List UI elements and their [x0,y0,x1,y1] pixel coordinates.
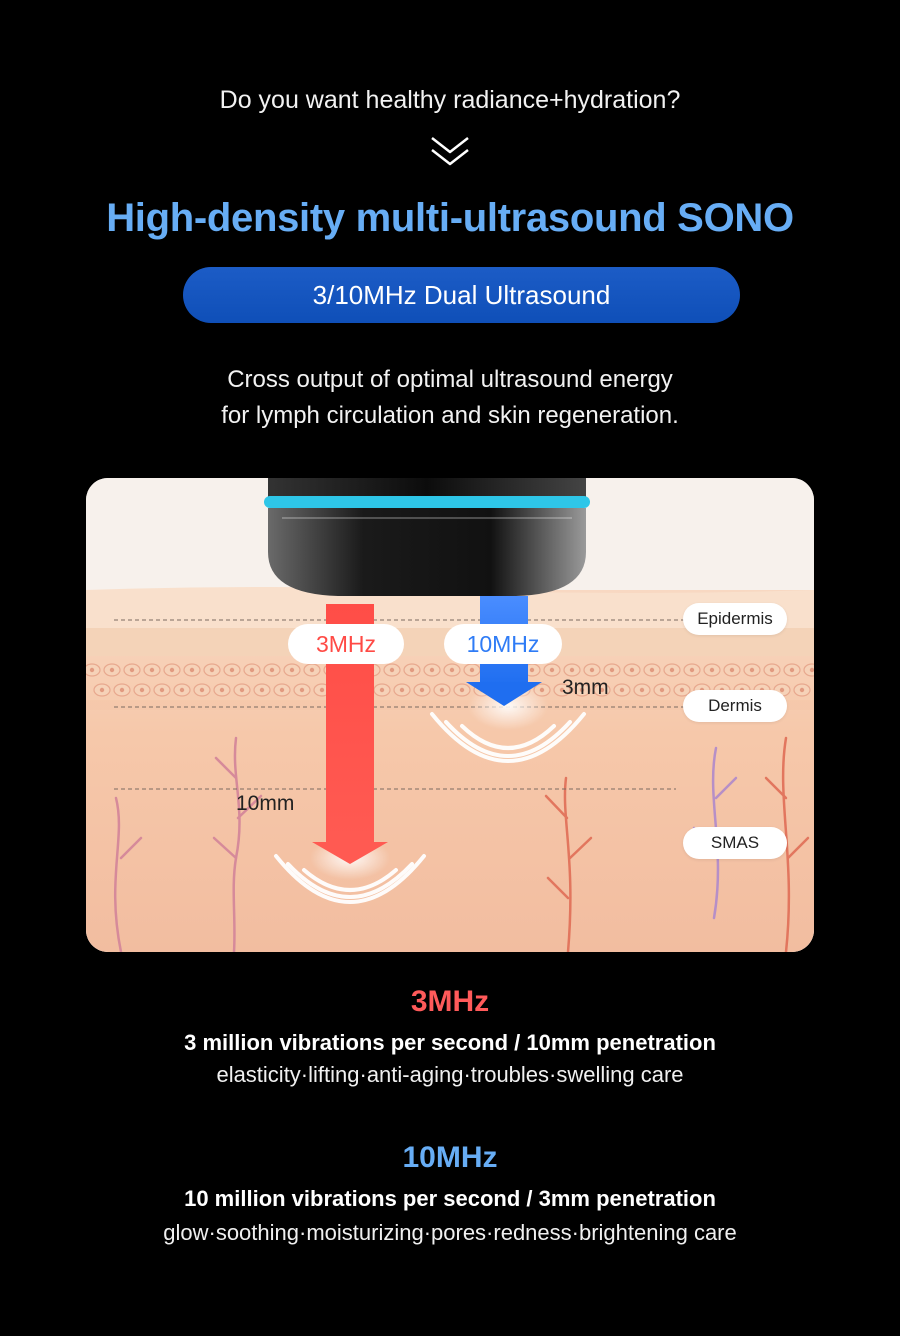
spec-10mhz-line-2: glow·soothing·moisturizing·pores·redness… [163,1220,737,1245]
skin-cell-nucleus [669,667,675,673]
skin-cell-nucleus [219,687,225,693]
skin-cell [803,663,814,677]
skin-cell-nucleus [609,667,615,673]
skin-cell-nucleus [239,687,245,693]
beam-label-10mhz: 10MHz [444,624,562,664]
vessels [113,736,263,952]
skin-cell-nucleus [559,687,565,693]
skin-cell-nucleus [409,667,415,673]
skin-cell-nucleus [299,687,305,693]
skin-cell-nucleus [419,687,425,693]
spec-10mhz-line-1: 10 million vibrations per second / 3mm p… [184,1186,716,1211]
layer-label-dermis: Dermis [683,690,787,722]
skin-cell-nucleus [159,687,165,693]
dual-ultrasound-pill: 3/10MHz Dual Ultrasound [183,267,740,323]
skin-cell-nucleus [399,687,405,693]
beam-label-3mhz: 3MHz [288,624,404,664]
skin-cell-nucleus [169,667,175,673]
skin-cell-nucleus [569,667,575,673]
skin-layer-diagram: Epidermis Dermis SMAS 3MHz 10MHz 3mm 10m… [86,478,814,952]
skin-cell-nucleus [529,667,535,673]
layer-label-smas: SMAS [683,827,787,859]
skin-cell-nucleus [779,687,785,693]
skin-cell-nucleus [459,687,465,693]
skin-cell-nucleus [289,667,295,673]
skin-cell-nucleus [109,667,115,673]
headline: High-density multi-ultrasound SONO [106,196,794,240]
skin-cell-nucleus [439,687,445,693]
skin-cell-nucleus [249,667,255,673]
skin-cell-nucleus [599,687,605,693]
skin-cell-nucleus [279,687,285,693]
skin-cell-nucleus [89,667,95,673]
spec-10mhz-title: 10MHz [402,1141,498,1174]
skin-cell-nucleus [649,667,655,673]
skin-cell-nucleus [619,687,625,693]
spec-3mhz-line-2: elasticity·lifting·anti-aging·troubles·s… [216,1062,684,1087]
skin-cell-nucleus [139,687,145,693]
skin-cell-nucleus [319,687,325,693]
skin-cell-nucleus [209,667,215,673]
skin-cell-nucleus [129,667,135,673]
skin-cell-nucleus [449,667,455,673]
spec-3mhz-title: 3MHz [410,985,490,1018]
skin-cell-nucleus [259,687,265,693]
skin-cell-nucleus [799,687,805,693]
skin-cell-nucleus [659,687,665,693]
skin-cell-nucleus [709,667,715,673]
skin-cell-nucleus [579,687,585,693]
description-line-1: Cross output of optimal ultrasound energ… [227,366,673,393]
skin-cell-nucleus [749,667,755,673]
skin-cell-nucleus [639,687,645,693]
skin-cell-nucleus [769,667,775,673]
skin-cell-nucleus [99,687,105,693]
skin-cell-nucleus [539,687,545,693]
skin-cell-nucleus [149,667,155,673]
skin-cell-nucleus [119,687,125,693]
spec-3mhz-line-1: 3 million vibrations per second / 10mm p… [184,1030,716,1055]
skin-cell-nucleus [549,667,555,673]
skin-cell-nucleus [589,667,595,673]
skin-cell-nucleus [809,667,814,673]
depth-label-3mm: 3mm [562,676,609,699]
skin-cell-nucleus [269,667,275,673]
skin-cell-nucleus [429,667,435,673]
description: Cross output of optimal ultrasound energ… [0,362,900,434]
skin-cell-nucleus [729,667,735,673]
depth-label-10mm: 10mm [236,792,295,815]
skin-cell-nucleus [789,667,795,673]
skin-cell-nucleus [189,667,195,673]
skin-cell-nucleus [199,687,205,693]
pill-label: 3/10MHz Dual Ultrasound [312,279,611,310]
double-chevron-down-icon [428,134,472,170]
skin-cell-nucleus [229,667,235,673]
skin-cell-nucleus [689,667,695,673]
skin-cell-nucleus [679,687,685,693]
layer-label-epidermis: Epidermis [683,603,787,635]
skin-cell-nucleus [469,667,475,673]
description-line-2: for lymph circulation and skin regenerat… [221,402,679,429]
skin-cell-nucleus [389,667,395,673]
skin-cell-nucleus [629,667,635,673]
skin-cell-nucleus [179,687,185,693]
intro-question: Do you want healthy radiance+hydration? [219,86,681,114]
skin-cell-nucleus [309,667,315,673]
arteries [544,736,810,952]
skin-cell-nucleus [379,687,385,693]
device-head [264,478,590,596]
